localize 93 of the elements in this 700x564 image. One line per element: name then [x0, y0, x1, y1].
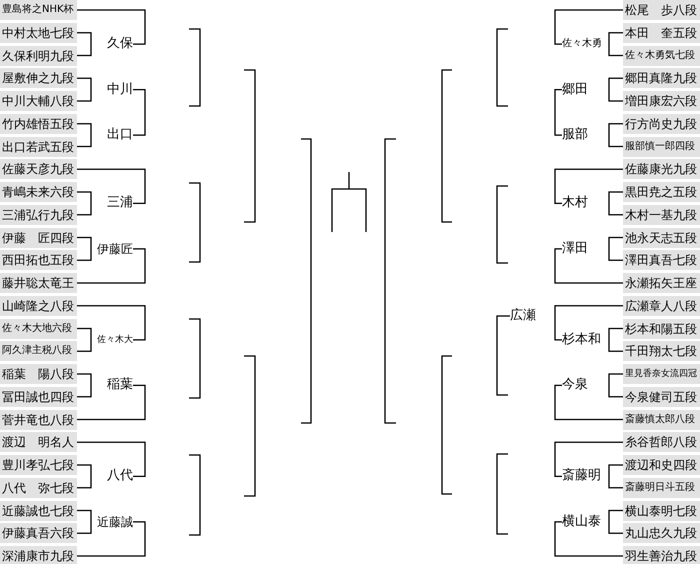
player-name-box: 出口若武五段	[0, 136, 77, 156]
player-name-box: 佐藤天彦九段	[0, 159, 77, 180]
bracket-line	[554, 168, 623, 204]
player-name-box: 冨田誠也四段	[0, 386, 77, 407]
player-name-box: 渡辺和史四段	[623, 455, 700, 475]
bracket-line	[133, 88, 146, 136]
bracket-line	[608, 191, 623, 216]
bracket-line	[77, 123, 92, 148]
player-name-box: 青嶋未来六段	[0, 182, 77, 202]
player-name-box: 本田 奎五段	[623, 22, 700, 43]
bracket-line	[554, 9, 623, 45]
player-name-box: 郷田真隆九段	[623, 68, 700, 88]
bracket-line	[608, 464, 623, 488]
player-name-box: 澤田真吾七段	[623, 250, 700, 270]
bracket-line	[77, 373, 92, 398]
player-name-box: 久保利明九段	[0, 46, 77, 66]
player-name-box: 伊藤真吾六段	[0, 523, 77, 544]
bracket-line	[77, 442, 146, 478]
player-name-box: 羽生善治九段	[623, 546, 700, 564]
bracket-line	[608, 510, 623, 534]
bracket-line	[554, 442, 623, 478]
player-name-box: 千田翔太七段	[623, 341, 700, 362]
bracket-line	[554, 305, 623, 341]
bracket-line	[77, 305, 146, 341]
player-name-box: 糸谷哲郎八段	[623, 432, 700, 452]
player-name-box: 松尾 歩八段	[623, 0, 700, 20]
player-name-box: 近藤誠也七段	[0, 500, 77, 520]
bracket-line	[496, 315, 510, 396]
player-name-box: 山崎隆之八段	[0, 296, 77, 316]
bracket-line	[77, 9, 146, 45]
winner-name: 杉本和	[562, 332, 601, 348]
player-name-box: 菅井竜也八段	[0, 410, 77, 430]
bracket-line	[608, 78, 623, 102]
player-name-box: 広瀬章人八段	[623, 296, 700, 316]
player-name-box: 中村太地七段	[0, 22, 77, 43]
bracket-line	[77, 248, 146, 284]
bracket-line	[77, 510, 92, 534]
player-name-box: 藤井聡太竜王	[0, 273, 77, 293]
winner-name: 近藤誠	[97, 514, 133, 530]
player-name-box: 稲葉 陽八段	[0, 364, 77, 384]
player-name-box: 今泉健司五段	[623, 386, 700, 407]
bracket-line	[77, 328, 92, 352]
player-name-box: 佐々木大地六段	[0, 318, 77, 338]
bracket-line	[77, 464, 92, 488]
player-name-box: 八代 弥七段	[0, 478, 77, 498]
bracket-line	[608, 328, 623, 352]
player-name-box: 西田拓也五段	[0, 250, 77, 270]
bracket-line	[77, 384, 146, 420]
bracket-line	[554, 248, 623, 284]
player-name-box: 三浦弘行九段	[0, 204, 77, 225]
player-name-box: 斎藤慎太郎八段	[623, 410, 700, 430]
bracket-line	[554, 384, 623, 420]
player-name-box: 阿久津主税八段	[0, 341, 77, 362]
winner-name: 伊藤匠	[97, 240, 133, 257]
winner-name: 中川	[107, 82, 133, 98]
player-name-box: 杉本和陽五段	[623, 318, 700, 338]
player-name-box: 増田康宏六段	[623, 91, 700, 111]
player-name-box: 佐藤康光九段	[623, 159, 700, 180]
bracket-line	[554, 521, 623, 557]
player-name-box: 豊川孝弘七段	[0, 455, 77, 475]
player-name-box: 斎藤明日斗五段	[623, 478, 700, 498]
bracket-line	[77, 521, 146, 557]
player-name-box: 豊島将之NHK杯	[0, 0, 77, 20]
player-name-box: 伊藤 匠四段	[0, 228, 77, 248]
player-name-box: 竹内雄悟五段	[0, 114, 77, 134]
winner-name: 広瀬	[510, 308, 536, 324]
player-name-box: 木村一基九段	[623, 204, 700, 225]
player-name-box: 永瀬拓矢王座	[623, 273, 700, 293]
player-name-box: 里見香奈女流四冠	[623, 364, 700, 384]
player-name-box: 佐々木勇気七段	[623, 46, 700, 66]
player-name-box: 中川大輔八段	[0, 91, 77, 111]
winner-name: 郷田	[562, 82, 588, 98]
bracket-line	[608, 373, 623, 398]
winner-name: 澤田	[562, 240, 588, 257]
bracket-line	[608, 236, 623, 261]
bracket-line	[77, 32, 92, 56]
player-name-box: 池永天志五段	[623, 228, 700, 248]
player-name-box: 屋敷伸之九段	[0, 68, 77, 88]
player-name-box: 渡辺 明名人	[0, 432, 77, 452]
player-name-box: 丸山忠久九段	[623, 523, 700, 544]
bracket-line	[554, 88, 562, 136]
bracket-line	[77, 78, 92, 102]
bracket-line	[608, 123, 623, 148]
bracket-line	[77, 236, 92, 261]
bracket-line	[608, 32, 623, 56]
player-name-box: 横山泰明七段	[623, 500, 700, 520]
player-name-box: 黒田尭之五段	[623, 182, 700, 202]
bracket-line	[77, 168, 146, 204]
winner-name: 横山泰	[562, 514, 601, 530]
bracket-line	[77, 191, 92, 216]
player-name-box: 服部慎一郎四段	[623, 136, 700, 156]
player-name-box: 深浦康市九段	[0, 546, 77, 564]
player-name-box: 行方尚史九段	[623, 114, 700, 134]
